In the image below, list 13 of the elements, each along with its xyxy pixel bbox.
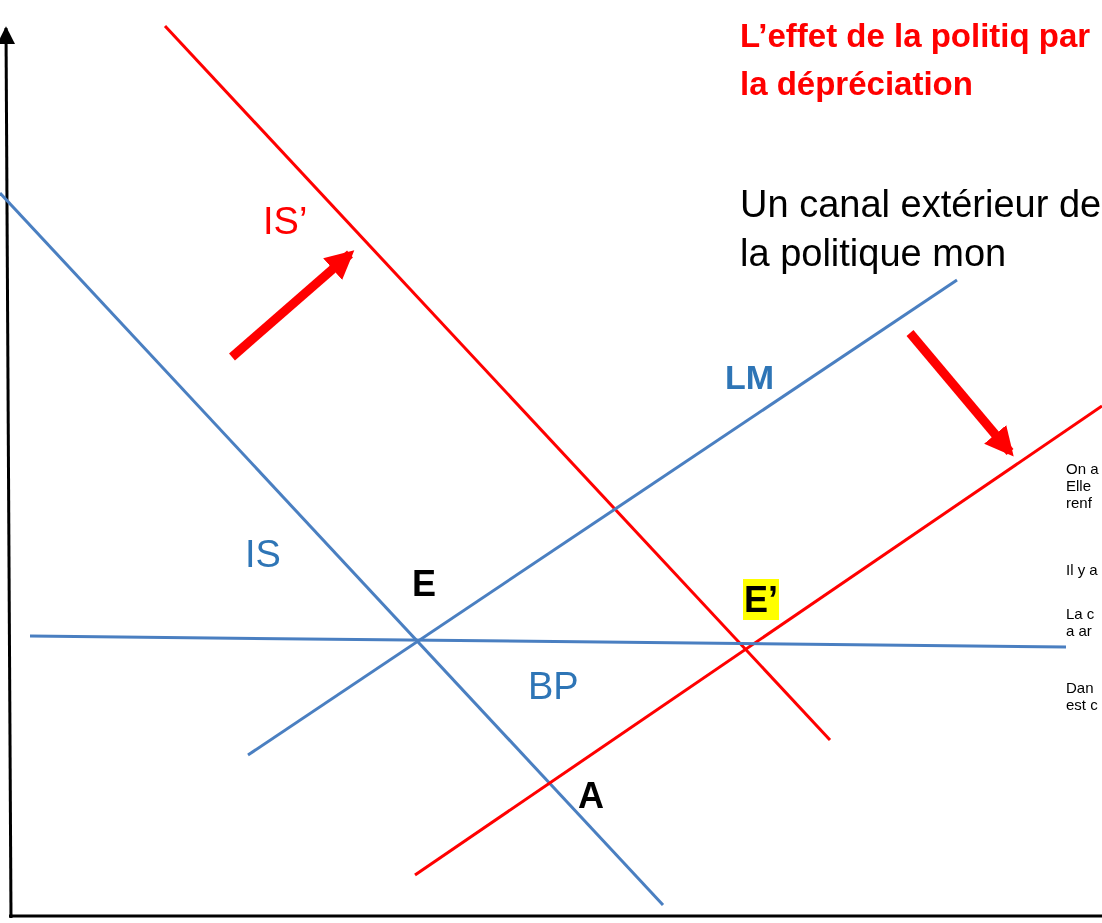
- point-label: E’: [743, 579, 779, 621]
- curve-label: IS: [245, 533, 281, 577]
- point-label: E: [412, 563, 436, 605]
- note-text: Il y a: [1066, 561, 1098, 579]
- subtitle: Un canal extérieur de la politique mon: [740, 182, 1102, 277]
- note-text: On a Elle renf: [1066, 461, 1100, 512]
- note-text: Dan est c: [1066, 680, 1099, 714]
- curve-label: BP: [528, 665, 579, 709]
- title: L’effet de la politiq par la dépréciation: [740, 16, 1092, 104]
- curve-label: LM: [725, 358, 775, 398]
- point-label: A: [578, 775, 604, 817]
- curve-label: IS’: [263, 200, 308, 244]
- note-text: La c a ar: [1066, 606, 1096, 640]
